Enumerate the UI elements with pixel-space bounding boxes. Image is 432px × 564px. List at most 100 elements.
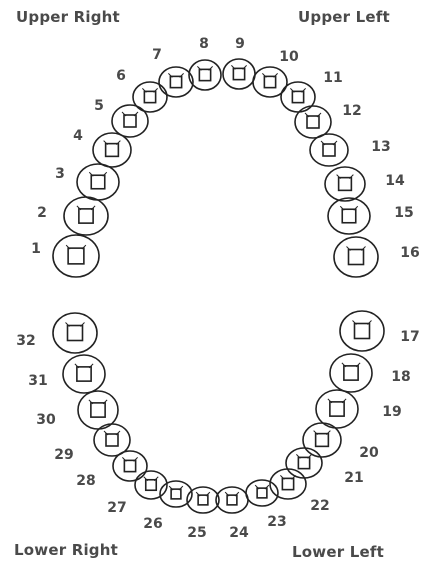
tooth-number-label: 23 <box>267 514 286 530</box>
tooth-outline <box>64 197 108 235</box>
tooth-17[interactable] <box>340 311 384 351</box>
tooth-surface <box>79 209 93 223</box>
tooth-21[interactable] <box>286 448 322 478</box>
tooth-outline <box>281 82 315 112</box>
tooth-number-label: 29 <box>54 447 73 463</box>
tooth-13[interactable] <box>310 134 348 166</box>
tooth-outline <box>189 60 221 90</box>
tooth-outline <box>159 67 193 97</box>
tooth-31[interactable] <box>63 355 105 393</box>
tooth-number-label: 16 <box>400 245 419 261</box>
tooth-surface <box>77 367 91 381</box>
tooth-outline <box>286 448 322 478</box>
tooth-number-label: 7 <box>152 47 162 63</box>
tooth-surface <box>199 69 210 80</box>
tooth-surface <box>307 116 319 128</box>
tooth-14[interactable] <box>325 167 365 201</box>
tooth-surface <box>316 434 329 447</box>
tooth-7[interactable] <box>159 67 193 97</box>
tooth-outline <box>53 313 97 353</box>
tooth-number-label: 6 <box>116 68 126 84</box>
tooth-outline <box>223 59 255 89</box>
tooth-number-label: 1 <box>31 241 41 257</box>
tooth-surface <box>330 402 344 416</box>
tooth-outline <box>295 106 331 138</box>
tooth-outline <box>310 134 348 166</box>
tooth-surface <box>68 248 84 264</box>
tooth-surface <box>171 489 181 499</box>
tooth-surface <box>233 68 244 79</box>
tooth-outline <box>63 355 105 393</box>
tooth-outline <box>340 311 384 351</box>
tooth-outline <box>77 164 119 200</box>
tooth-9[interactable] <box>223 59 255 89</box>
tooth-outline <box>53 235 99 277</box>
tooth-16[interactable] <box>334 237 378 277</box>
tooth-number-label: 14 <box>385 173 405 189</box>
tooth-3[interactable] <box>77 164 119 200</box>
tooth-number-label: 24 <box>229 525 249 541</box>
tooth-number-label: 21 <box>344 470 363 486</box>
tooth-number-label: 31 <box>28 373 47 389</box>
tooth-32[interactable] <box>53 313 97 353</box>
tooth-surface <box>91 403 105 417</box>
tooth-number-label: 27 <box>107 500 126 516</box>
tooth-number-label: 3 <box>55 166 65 182</box>
tooth-number-label: 13 <box>371 139 390 155</box>
tooth-surface <box>170 76 181 87</box>
tooth-26[interactable] <box>160 481 192 507</box>
tooth-outline <box>133 82 167 112</box>
tooth-surface <box>146 480 157 491</box>
tooth-number-label: 11 <box>323 70 342 86</box>
tooth-surface <box>342 209 356 223</box>
tooth-number-label: 32 <box>16 333 35 349</box>
tooth-surface <box>227 495 237 505</box>
tooth-surface <box>91 175 105 189</box>
tooth-20[interactable] <box>303 423 341 457</box>
tooth-24[interactable] <box>216 487 248 513</box>
tooth-30[interactable] <box>78 391 118 429</box>
tooth-number-label: 19 <box>382 404 401 420</box>
tooth-number-label: 9 <box>235 36 245 52</box>
tooth-number-label: 12 <box>342 103 361 119</box>
tooth-outline <box>328 198 370 234</box>
tooth-number-label: 22 <box>310 498 329 514</box>
tooth-4[interactable] <box>93 133 131 167</box>
tooth-surface <box>106 434 118 446</box>
tooth-surface <box>339 178 352 191</box>
tooth-surface <box>144 91 155 102</box>
tooth-number-label: 28 <box>76 473 95 489</box>
tooth-surface <box>257 488 267 498</box>
tooth-surface <box>298 457 309 468</box>
tooth-12[interactable] <box>295 106 331 138</box>
tooth-surface <box>198 495 208 505</box>
tooth-outline <box>216 487 248 513</box>
tooth-6[interactable] <box>133 82 167 112</box>
tooth-outline <box>330 354 372 392</box>
tooth-number-label: 30 <box>36 412 56 428</box>
tooth-surface <box>349 250 364 265</box>
tooth-outline <box>135 471 167 499</box>
tooth-number-label: 15 <box>394 205 413 221</box>
tooth-outline <box>303 423 341 457</box>
tooth-8[interactable] <box>189 60 221 90</box>
tooth-2[interactable] <box>64 197 108 235</box>
tooth-number-label: 4 <box>73 128 83 144</box>
tooth-surface <box>344 366 358 380</box>
tooth-27[interactable] <box>135 471 167 499</box>
tooth-number-label: 2 <box>37 205 47 221</box>
tooth-number-label: 8 <box>199 36 209 52</box>
tooth-22[interactable] <box>270 469 306 499</box>
tooth-surface <box>323 144 335 156</box>
tooth-18[interactable] <box>330 354 372 392</box>
tooth-surface <box>264 76 275 87</box>
tooth-surface <box>68 326 83 341</box>
tooth-surface <box>106 144 119 157</box>
tooth-1[interactable] <box>53 235 99 277</box>
tooth-surface <box>355 324 370 339</box>
tooth-11[interactable] <box>281 82 315 112</box>
tooth-outline <box>160 481 192 507</box>
tooth-number-label: 18 <box>391 369 410 385</box>
tooth-surface <box>292 91 303 102</box>
tooth-15[interactable] <box>328 198 370 234</box>
